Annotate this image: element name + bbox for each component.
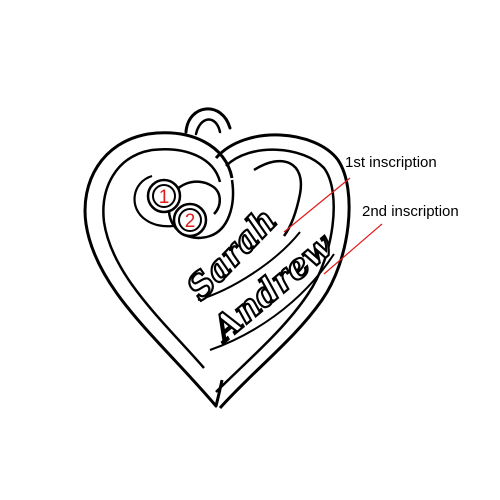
stone-2-inner-ring (178, 208, 202, 232)
back-heart-outer (214, 133, 351, 410)
name-band-edge-lower (209, 253, 335, 351)
name-band-edge (197, 231, 301, 301)
back-heart-inner (215, 148, 335, 393)
pendant-bail-inner (194, 118, 222, 136)
stone-2-number: 2 (185, 211, 196, 232)
back-heart-ribbon (253, 159, 303, 237)
pendant-bail (184, 107, 232, 134)
callout-1-label: 1st inscription (345, 154, 437, 171)
stone-1-number: 1 (159, 187, 170, 208)
stone-1: 1 (146, 178, 182, 214)
stone-1-inner-ring (152, 184, 176, 208)
callout-2-label: 2nd inscription (362, 203, 459, 220)
stone-2: 2 (172, 202, 208, 238)
callout-2-leader (323, 223, 383, 275)
callout-1-leader (283, 177, 351, 233)
front-heart-outer (83, 131, 234, 408)
front-heart-inner (102, 148, 222, 369)
